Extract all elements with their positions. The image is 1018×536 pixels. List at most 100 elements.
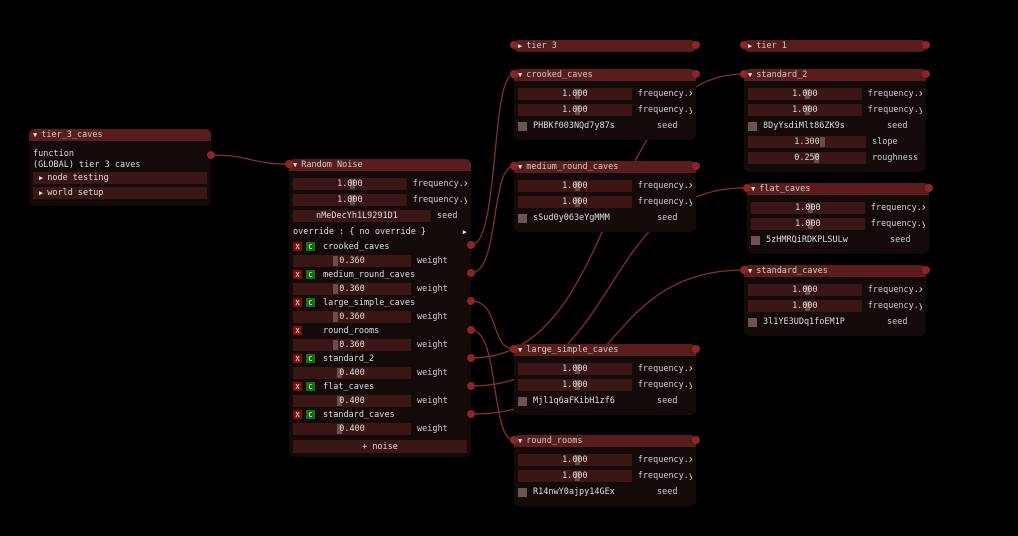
input-port[interactable] [743, 184, 751, 192]
output-port[interactable] [692, 162, 700, 170]
override-label[interactable]: override : { no override } [293, 227, 427, 237]
seed-input[interactable]: 5zHMRQiRDKPLSULw [766, 234, 884, 246]
copy-icon[interactable]: C [306, 298, 315, 307]
slider-handle[interactable] [575, 105, 580, 115]
slider-handle[interactable] [805, 105, 810, 115]
remove-icon[interactable]: X [293, 326, 302, 335]
output-port[interactable] [692, 41, 700, 49]
random-noise-header[interactable]: ▼ Random Noise [289, 159, 471, 171]
seed-input[interactable]: 3l1YE3UDq1foEM1P [763, 316, 881, 328]
seed-input[interactable]: 8DyYsdiMlt86ZK9s [763, 120, 881, 132]
slider-handle[interactable] [337, 367, 342, 378]
weight-slider[interactable]: 0.360 [293, 282, 411, 295]
remove-icon[interactable]: X [293, 298, 302, 307]
copy-icon[interactable]: C [306, 382, 315, 391]
medium-round-caves-node[interactable]: ▼ medium_round_caves 1.000 frequency.x 1… [514, 161, 696, 232]
weight-slider[interactable]: 0.400 [293, 422, 411, 435]
slider-handle[interactable] [808, 219, 813, 229]
large-simple-caves-header[interactable]: ▼ large_simple_caves [514, 344, 696, 356]
remove-icon[interactable]: X [293, 354, 302, 363]
large-simple-caves-node[interactable]: ▼ large_simple_caves 1.000 frequency.x 1… [514, 344, 696, 415]
seed-randomize-icon[interactable] [518, 213, 527, 223]
collapse-triangle-icon[interactable]: ▼ [293, 161, 298, 169]
seed-randomize-icon[interactable] [299, 211, 308, 221]
copy-icon[interactable]: C [306, 270, 315, 279]
slider-handle[interactable] [805, 285, 810, 295]
frequency-x-slider[interactable]: 1.000 [518, 363, 632, 375]
slider-handle[interactable] [333, 283, 338, 294]
slider-handle[interactable] [575, 197, 580, 207]
section-world-setup[interactable]: ▶ world setup [33, 187, 207, 199]
copy-icon[interactable]: C [306, 242, 315, 251]
output-port-flat-caves[interactable] [467, 382, 475, 390]
tier-1-node[interactable]: ▶ tier 1 [744, 40, 926, 52]
seed-randomize-icon[interactable] [748, 317, 757, 327]
weight-slider[interactable]: 0.360 [293, 338, 411, 351]
slider-handle[interactable] [575, 471, 580, 481]
slider-handle[interactable] [805, 89, 810, 99]
weight-slider[interactable]: 0.360 [293, 310, 411, 323]
copy-icon[interactable]: C [306, 354, 315, 363]
output-port-crooked-caves[interactable] [467, 241, 475, 249]
input-port[interactable] [740, 266, 748, 274]
weight-slider[interactable]: 0.360 [293, 254, 411, 267]
weight-slider[interactable]: 0.400 [293, 366, 411, 379]
output-port-round-rooms[interactable] [467, 326, 475, 334]
remove-icon[interactable]: X [293, 382, 302, 391]
flat-caves-header[interactable]: ▼ flat_caves [747, 183, 929, 195]
frequency-y-slider[interactable]: 1.000 [748, 300, 862, 312]
output-port[interactable] [692, 345, 700, 353]
collapse-triangle-icon[interactable]: ▼ [518, 437, 523, 445]
seed-input[interactable]: PHBKf003NQd7y87s [533, 120, 651, 132]
frequency-y-slider[interactable]: 1.000 [518, 196, 632, 208]
slider-handle[interactable] [805, 301, 810, 311]
input-port[interactable] [510, 162, 518, 170]
seed-input[interactable]: Mjl1q6aFKibH1zf6 [533, 395, 651, 407]
slider-handle[interactable] [337, 395, 342, 406]
frequency-x-slider[interactable]: 1.000 [518, 454, 632, 466]
output-port[interactable] [925, 184, 933, 192]
frequency-x-slider[interactable]: 1.000 [518, 180, 632, 192]
slider-handle[interactable] [575, 364, 580, 374]
slider-handle[interactable] [333, 255, 338, 266]
collapse-triangle-icon[interactable]: ▼ [748, 267, 753, 275]
tier-3-node[interactable]: ▶ tier 3 [514, 40, 696, 52]
input-port[interactable] [740, 41, 748, 49]
crooked-caves-header[interactable]: ▼ crooked_caves [514, 69, 696, 81]
weight-slider[interactable]: 0.400 [293, 394, 411, 407]
standard-caves-node[interactable]: ▼ standard_caves 1.000 frequency.x 1.000… [744, 265, 926, 336]
add-noise-button[interactable]: + noise [293, 440, 467, 453]
frequency-x-slider[interactable]: 1.000 [748, 284, 862, 296]
seed-input[interactable]: R14nwY0ajpy14GEx [533, 486, 651, 498]
slider-handle[interactable] [350, 179, 355, 189]
seed-randomize-icon[interactable] [751, 235, 760, 245]
frequency-x-slider[interactable]: 1.000 [751, 202, 865, 214]
frequency-y-slider[interactable]: 1.000 [293, 194, 407, 206]
input-port[interactable] [510, 345, 518, 353]
play-triangle-icon[interactable]: ▶ [462, 228, 467, 236]
round-rooms-header[interactable]: ▼ round_rooms [514, 435, 696, 447]
output-port[interactable] [692, 70, 700, 78]
output-port-standard-2[interactable] [467, 354, 475, 362]
frequency-x-slider[interactable]: 1.000 [518, 88, 632, 100]
slider-handle[interactable] [575, 89, 580, 99]
seed-randomize-icon[interactable] [518, 121, 527, 131]
frequency-y-slider[interactable]: 1.000 [751, 218, 865, 230]
slider-handle[interactable] [333, 339, 338, 350]
slider-handle[interactable] [808, 203, 813, 213]
input-port[interactable] [510, 436, 518, 444]
standard-caves-header[interactable]: ▼ standard_caves [744, 265, 926, 277]
seed-input[interactable]: sSud0y063eYgMMM [533, 212, 651, 224]
frequency-y-slider[interactable]: 1.000 [518, 379, 632, 391]
frequency-y-slider[interactable]: 1.000 [748, 104, 862, 116]
collapse-triangle-icon[interactable]: ▼ [751, 185, 756, 193]
input-port[interactable] [510, 70, 518, 78]
collapse-triangle-icon[interactable]: ▼ [518, 71, 523, 79]
slider-handle[interactable] [820, 137, 825, 147]
tier-3-caves-header[interactable]: ▼ tier_3_caves [29, 129, 211, 141]
flat-caves-node[interactable]: ▼ flat_caves 1.000 frequency.x 1.000 fre… [747, 183, 929, 254]
collapse-triangle-icon[interactable]: ▼ [33, 131, 38, 139]
seed-randomize-icon[interactable] [518, 487, 527, 497]
slider-handle[interactable] [575, 181, 580, 191]
output-port[interactable] [207, 151, 215, 159]
